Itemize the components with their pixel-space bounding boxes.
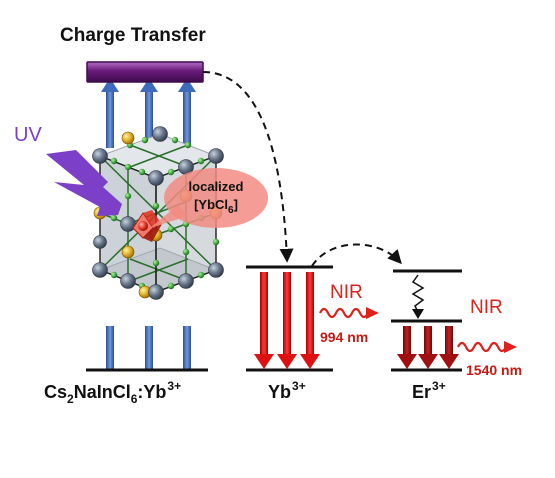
- er-wavelength-label: 1540 nm: [466, 362, 523, 378]
- nonradiative-relaxation: [411, 274, 425, 313]
- er-emission-wave-icon: [457, 341, 517, 353]
- yb-level-diagram: [246, 265, 333, 372]
- charge-transfer-level: [86, 61, 204, 83]
- ct-to-yb-transfer-arrow: [202, 71, 294, 263]
- uv-label: UV: [14, 124, 42, 146]
- yb-emission-wave-icon: [319, 307, 379, 319]
- yb-to-er-transfer-arrow: [311, 243, 402, 267]
- yb-wavelength-label: 994 nm: [320, 329, 369, 345]
- er-level-diagram: [391, 269, 462, 372]
- charge-transfer-title: Charge Transfer: [60, 25, 206, 46]
- lower-blue-bars: [106, 326, 191, 370]
- yb-nir-label: NIR: [330, 282, 363, 303]
- er-ion-label: Er3+: [412, 379, 446, 402]
- uv-lightning-icon: [46, 150, 122, 216]
- localized-bubble: [150, 168, 268, 228]
- er-nir-label: NIR: [470, 297, 503, 318]
- yb-ion-label: Yb3+: [268, 379, 306, 402]
- host-formula-label: Cs2NaInCl6:Yb3+: [44, 379, 182, 406]
- upper-blue-arrows: [101, 78, 196, 148]
- localized-label: localized [YbCl6]: [188, 179, 244, 216]
